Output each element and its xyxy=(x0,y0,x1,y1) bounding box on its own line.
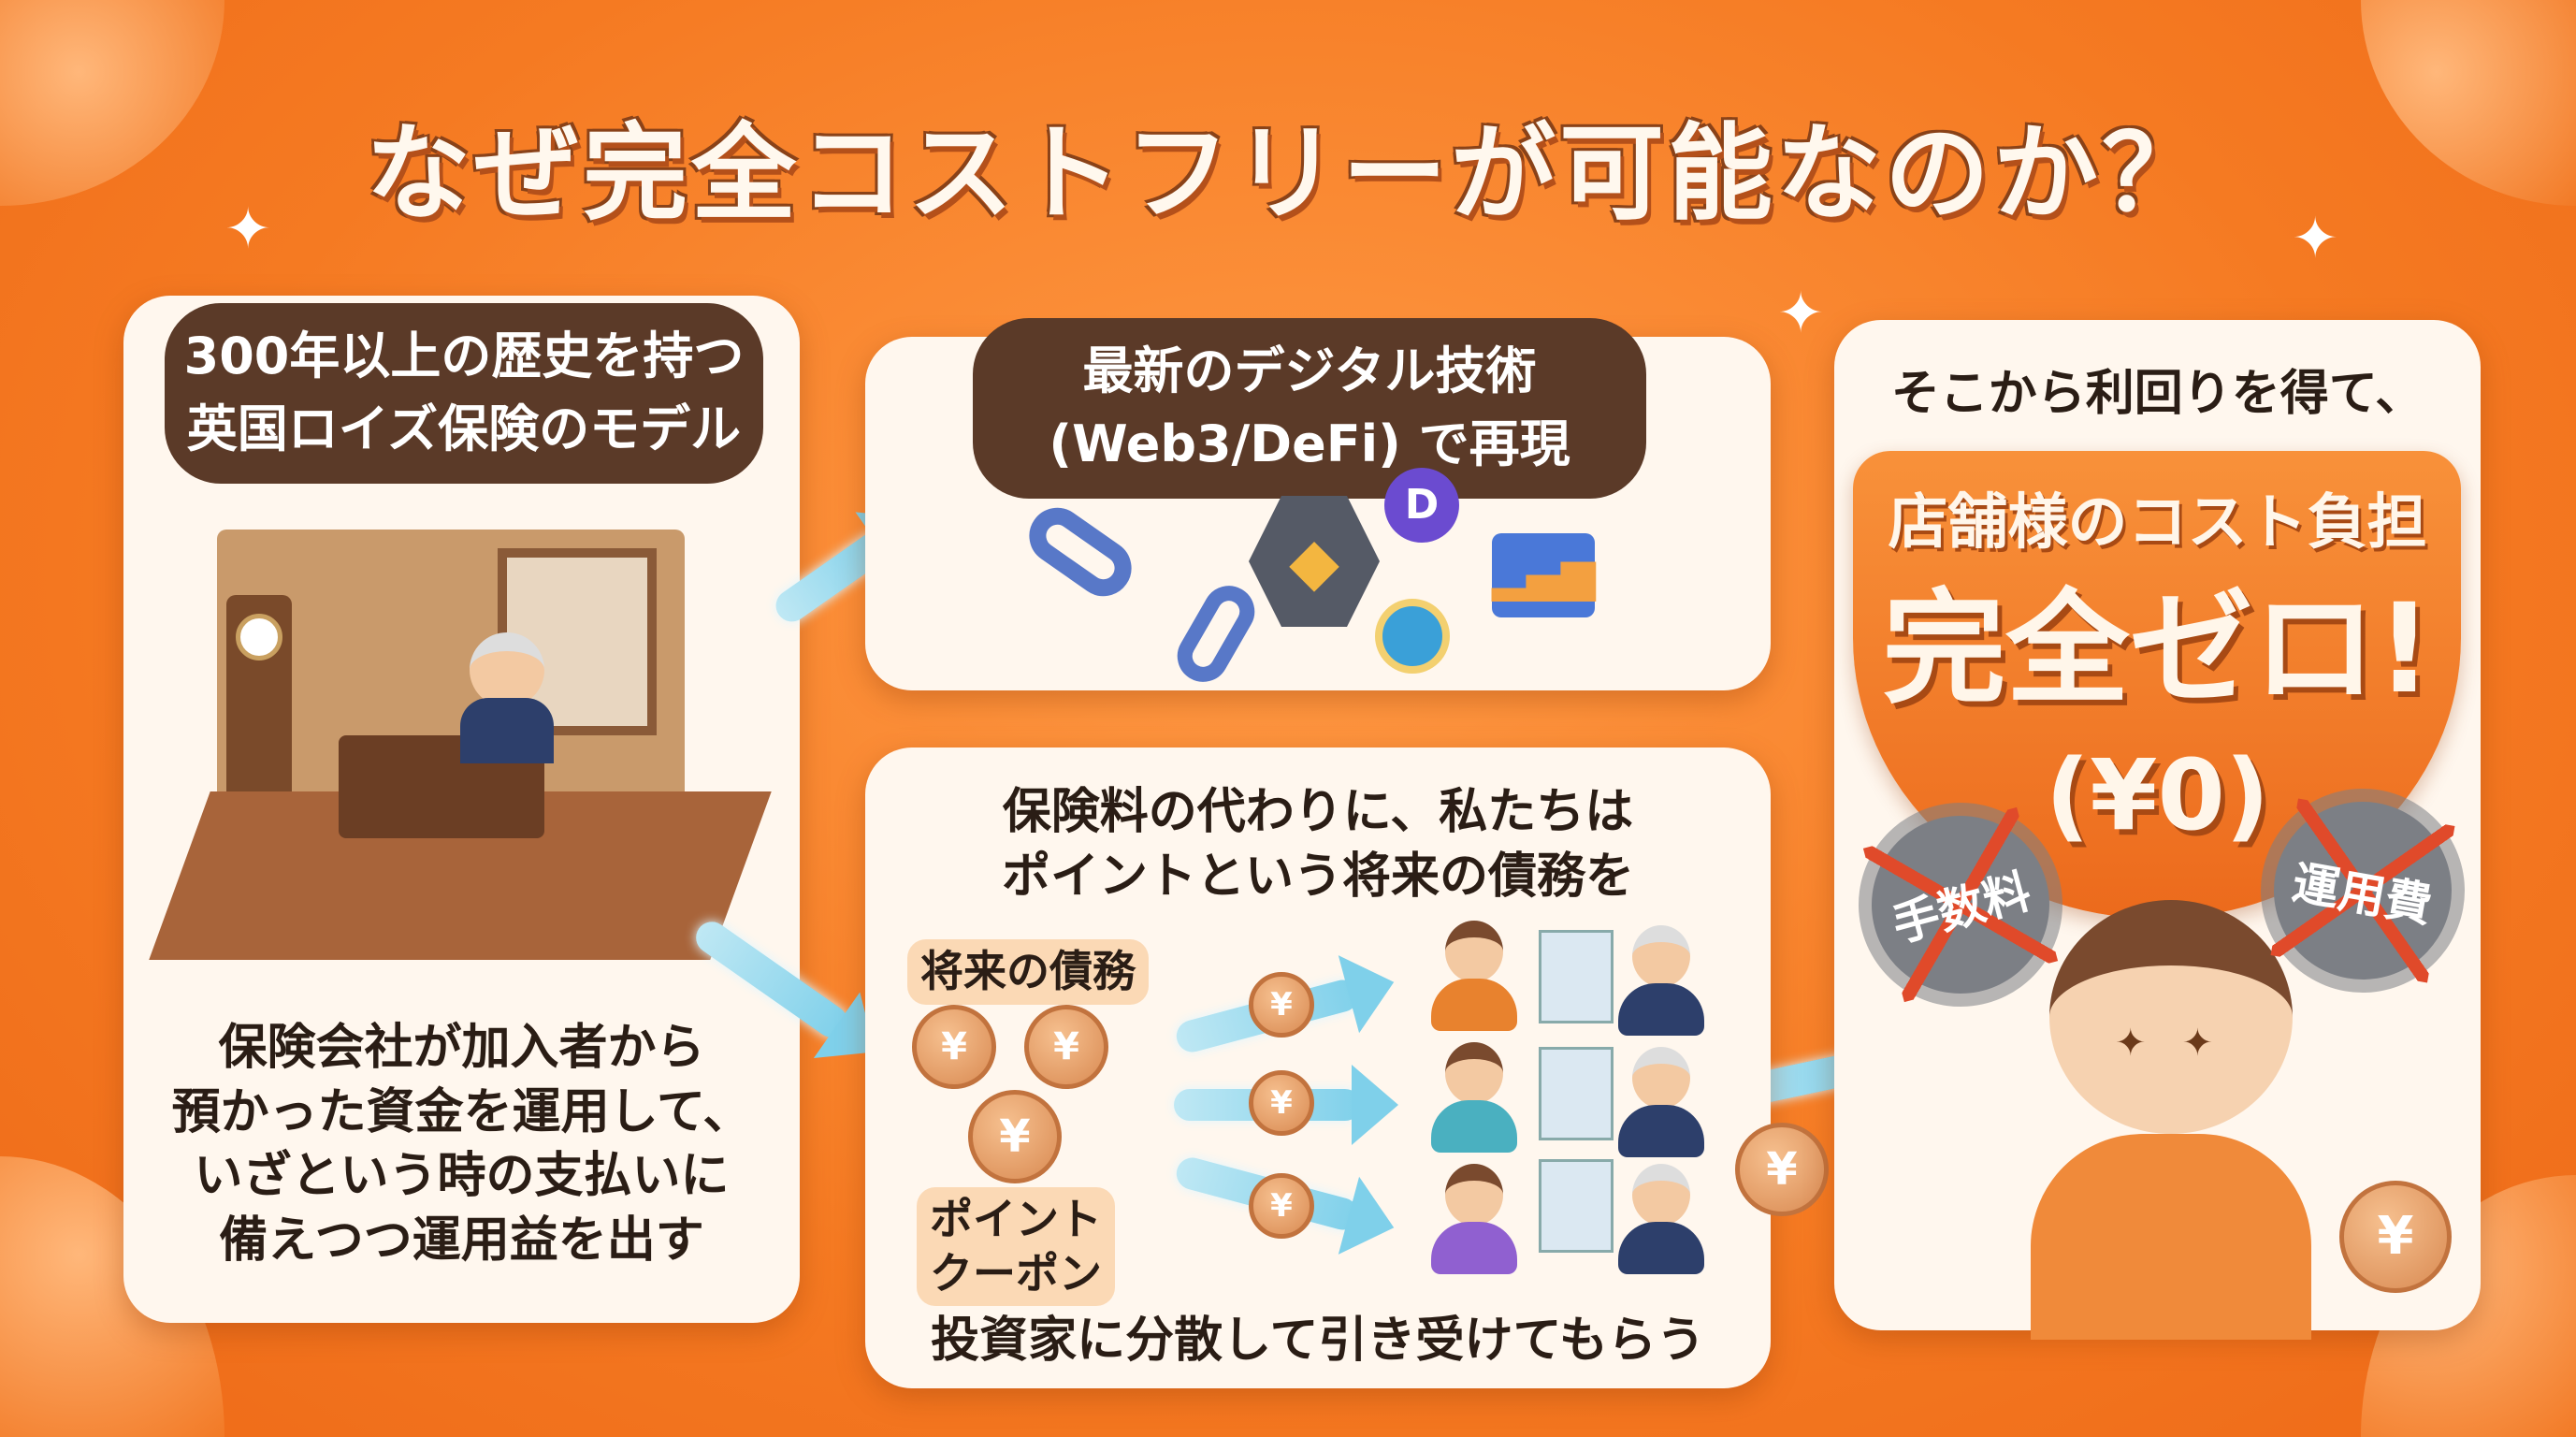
sparkle-icon: ✦ xyxy=(2292,206,2339,271)
point-debt-card: 保険料の代わりに、私たちは ポイントという将来の債務を 将来の債務 ¥ ¥ ¥ … xyxy=(865,748,1771,1388)
header-line: 英国ロイズ保険のモデル xyxy=(186,399,742,459)
zero-cost-card: そこから利回りを得て、 店舗様のコスト負担 完全ゼロ! (¥0) ✦ ✦ 手数料… xyxy=(1834,320,2481,1340)
header-line: 300年以上の歴史を持つ xyxy=(183,327,745,385)
lloyds-description: 保険会社が加入者から 預かった資金を運用して、 いざという時の支払いに 備えつつ… xyxy=(123,1016,800,1273)
body-line: 備えつつ運用益を出す xyxy=(219,1212,704,1269)
text-line: ポイントという将来の債務を xyxy=(1001,848,1634,905)
text-line: 保険料の代わりに、私たちは xyxy=(1002,784,1634,840)
chain-link-icon xyxy=(1018,497,1143,607)
yen-coin-icon: ¥ xyxy=(1024,1005,1108,1089)
body-line: 保険会社が加入者から xyxy=(218,1020,705,1076)
lloyds-header-pill: 300年以上の歴史を持つ 英国ロイズ保険のモデル xyxy=(165,303,763,484)
investor-avatar xyxy=(1618,1164,1704,1276)
investor-avatar xyxy=(1618,1047,1704,1159)
shop-owner-illustration: ✦ ✦ xyxy=(2031,900,2311,1340)
sparkle-icon: ✦ xyxy=(1777,281,1825,346)
yen-coin-icon: ¥ xyxy=(968,1090,1062,1183)
body-line: いざという時の支払いに xyxy=(194,1148,730,1205)
chart-icon: ▂▄▆ xyxy=(1492,533,1596,617)
investor-avatar xyxy=(1431,921,1517,1033)
investor-avatar xyxy=(1431,1042,1517,1154)
cost-burden-headline: 店舗様のコスト負担 xyxy=(1888,488,2427,558)
defi-token-icon: D xyxy=(1384,468,1459,543)
investor-avatar xyxy=(1431,1164,1517,1276)
yen-zero-label: (¥0) xyxy=(2045,738,2270,852)
yield-text: そこから利回りを得て、 xyxy=(1890,366,2424,422)
tag-line: クーポン xyxy=(930,1247,1102,1299)
header-line: (Web3/DeFi) で再現 xyxy=(1049,414,1570,474)
chain-link-icon xyxy=(1167,576,1265,691)
yen-coin-icon: ¥ xyxy=(912,1005,996,1089)
digital-tech-header-pill: 最新のデジタル技術 (Web3/DeFi) で再現 xyxy=(973,318,1646,499)
point-debt-intro: 保険料の代わりに、私たちは ポイントという将来の債務を xyxy=(865,780,1771,908)
office-illustration xyxy=(149,511,772,979)
point-coupon-tag: ポイント クーポン xyxy=(917,1187,1115,1306)
body-line: 預かった資金を運用して、 xyxy=(171,1083,752,1140)
zero-headline: 完全ゼロ! xyxy=(1882,577,2433,721)
header-line: 最新のデジタル技術 xyxy=(1082,341,1537,400)
coin-token-icon xyxy=(1375,599,1450,674)
tag-line: ポイント xyxy=(930,1194,1102,1244)
page-title: なぜ完全コストフリーが可能なのか？ xyxy=(366,113,2210,235)
yen-coin-icon: ¥ xyxy=(1249,972,1314,1038)
investor-avatar xyxy=(1618,925,1704,1038)
yen-coin-icon: ¥ xyxy=(1735,1123,1829,1216)
future-debt-tag: 将来の債務 xyxy=(907,939,1149,1005)
yen-coin-icon: ¥ xyxy=(2339,1181,2452,1293)
yen-coin-icon: ¥ xyxy=(1249,1173,1314,1239)
yen-coin-icon: ¥ xyxy=(1249,1070,1314,1136)
point-debt-conclusion: 投資家に分散して引き受けてもらう xyxy=(931,1313,1705,1369)
lloyds-model-card: 300年以上の歴史を持つ 英国ロイズ保険のモデル 保険会社が加入者から 預かった… xyxy=(123,296,800,1323)
dashboard-icon xyxy=(1539,1047,1614,1140)
ethereum-icon: ◆ xyxy=(1249,496,1380,627)
dashboard-icon xyxy=(1539,1159,1614,1253)
distribution-arrow xyxy=(1174,1065,1398,1145)
dashboard-icon xyxy=(1539,930,1614,1023)
digital-tech-card: 最新のデジタル技術 (Web3/DeFi) で再現 ◆ D ▂▄▆ xyxy=(865,318,1771,691)
sparkle-icon: ✦ xyxy=(224,196,272,262)
